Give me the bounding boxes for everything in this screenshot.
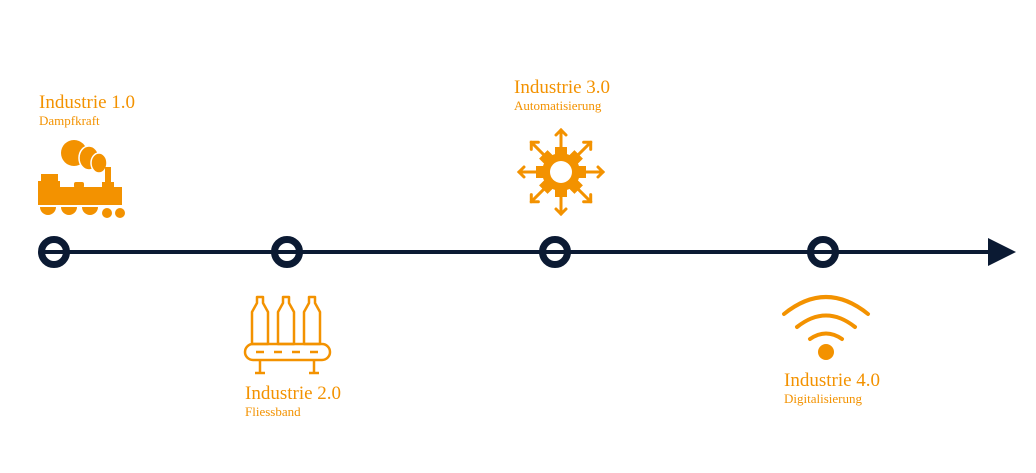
milestone-title: Industrie 1.0 — [39, 92, 136, 113]
steam-locomotive-icon — [38, 140, 125, 218]
milestone-subtitle: Digitalisierung — [784, 391, 862, 406]
conveyor-belt-bottles-icon — [243, 295, 332, 375]
timeline-marker-4 — [807, 236, 839, 268]
milestone-title: Industrie 4.0 — [784, 370, 881, 391]
milestone-1-label: Industrie 1.0 Dampfkraft — [39, 93, 135, 129]
milestone-2-label: Industrie 2.0 Fliessband — [245, 384, 341, 420]
timeline-marker-3 — [539, 236, 571, 268]
gear-arrows-icon — [516, 127, 606, 217]
timeline-marker-1 — [38, 236, 70, 268]
milestone-subtitle: Fliessband — [245, 404, 301, 419]
milestone-3-label: Industrie 3.0 Automatisierung — [514, 78, 610, 114]
milestone-title: Industrie 3.0 — [514, 77, 611, 98]
timeline-arrowhead — [988, 238, 1016, 266]
milestone-subtitle: Automatisierung — [514, 98, 602, 113]
wifi-icon — [782, 295, 870, 360]
milestone-subtitle: Dampfkraft — [39, 113, 100, 128]
milestone-title: Industrie 2.0 — [245, 383, 342, 404]
timeline-marker-2 — [271, 236, 303, 268]
milestone-4-label: Industrie 4.0 Digitalisierung — [784, 371, 880, 407]
